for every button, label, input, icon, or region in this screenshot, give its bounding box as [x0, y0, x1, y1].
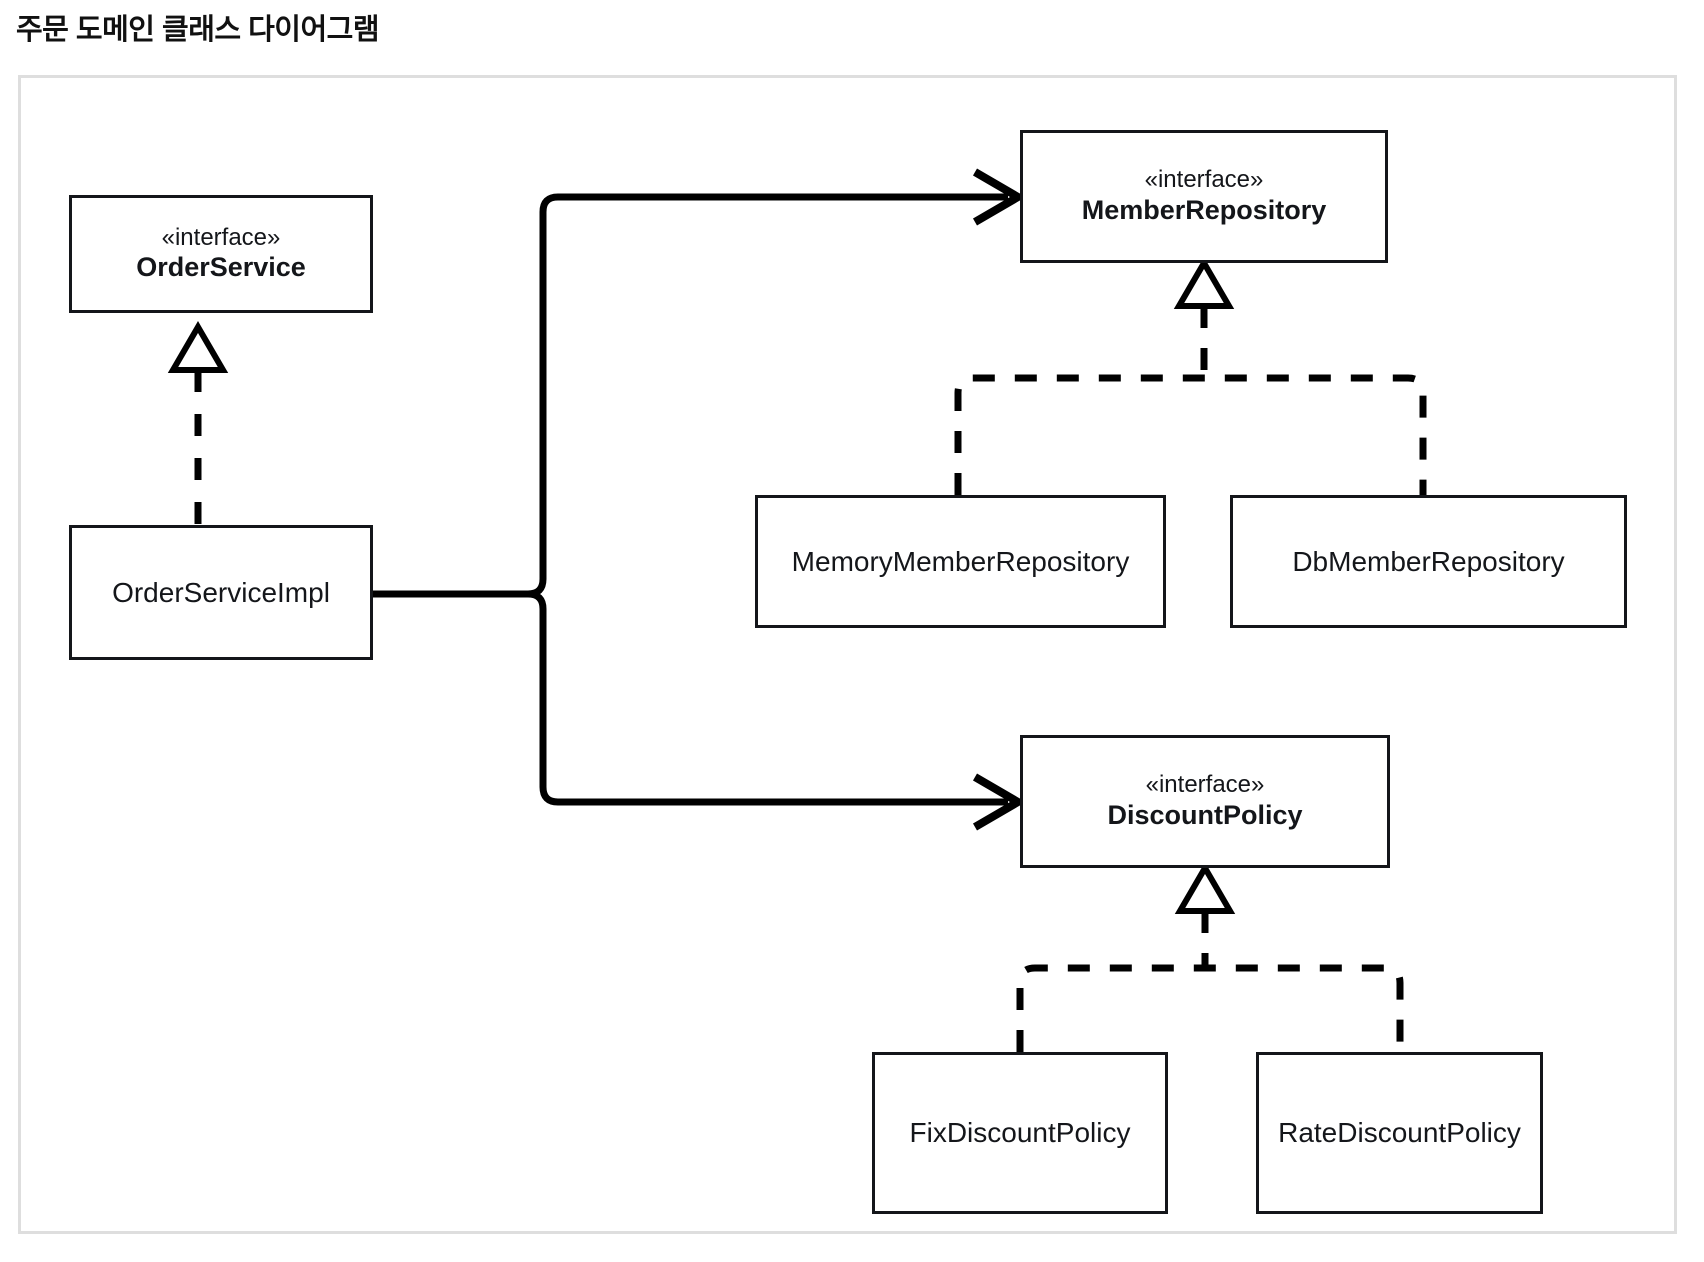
stereotype-label: «interface» — [1144, 166, 1264, 194]
realization-memberrepository-tree — [954, 257, 1427, 495]
class-box-discount-policy[interactable]: «interface» DiscountPolicy — [1020, 735, 1390, 868]
realization-orderserviceimpl-orderservice — [167, 321, 229, 525]
association-orderserviceimpl-discountpolicy — [373, 590, 1026, 831]
class-box-order-service-impl[interactable]: OrderServiceImpl — [69, 525, 373, 660]
class-box-member-repository[interactable]: «interface» MemberRepository — [1020, 130, 1388, 263]
realization-discountpolicy-tree — [1016, 862, 1404, 1052]
class-box-order-service[interactable]: «interface» OrderService — [69, 195, 373, 313]
stereotype-label: «interface» — [161, 223, 281, 251]
class-name: DiscountPolicy — [1107, 799, 1303, 830]
class-box-memory-member-repository[interactable]: MemoryMemberRepository — [755, 495, 1166, 628]
class-box-rate-discount-policy[interactable]: RateDiscountPolicy — [1256, 1052, 1543, 1214]
class-name: DbMemberRepository — [1292, 545, 1565, 577]
class-name: OrderServiceImpl — [112, 576, 330, 608]
class-box-fix-discount-policy[interactable]: FixDiscountPolicy — [872, 1052, 1168, 1214]
class-name: FixDiscountPolicy — [909, 1117, 1131, 1149]
class-name: RateDiscountPolicy — [1278, 1117, 1521, 1149]
class-name: MemoryMemberRepository — [791, 545, 1130, 577]
class-name: OrderService — [136, 252, 306, 283]
stereotype-label: «interface» — [1145, 771, 1265, 799]
class-name: MemberRepository — [1081, 194, 1327, 225]
page-title: 주문 도메인 클래스 다이어그램 — [16, 14, 380, 46]
class-box-db-member-repository[interactable]: DbMemberRepository — [1230, 495, 1627, 628]
